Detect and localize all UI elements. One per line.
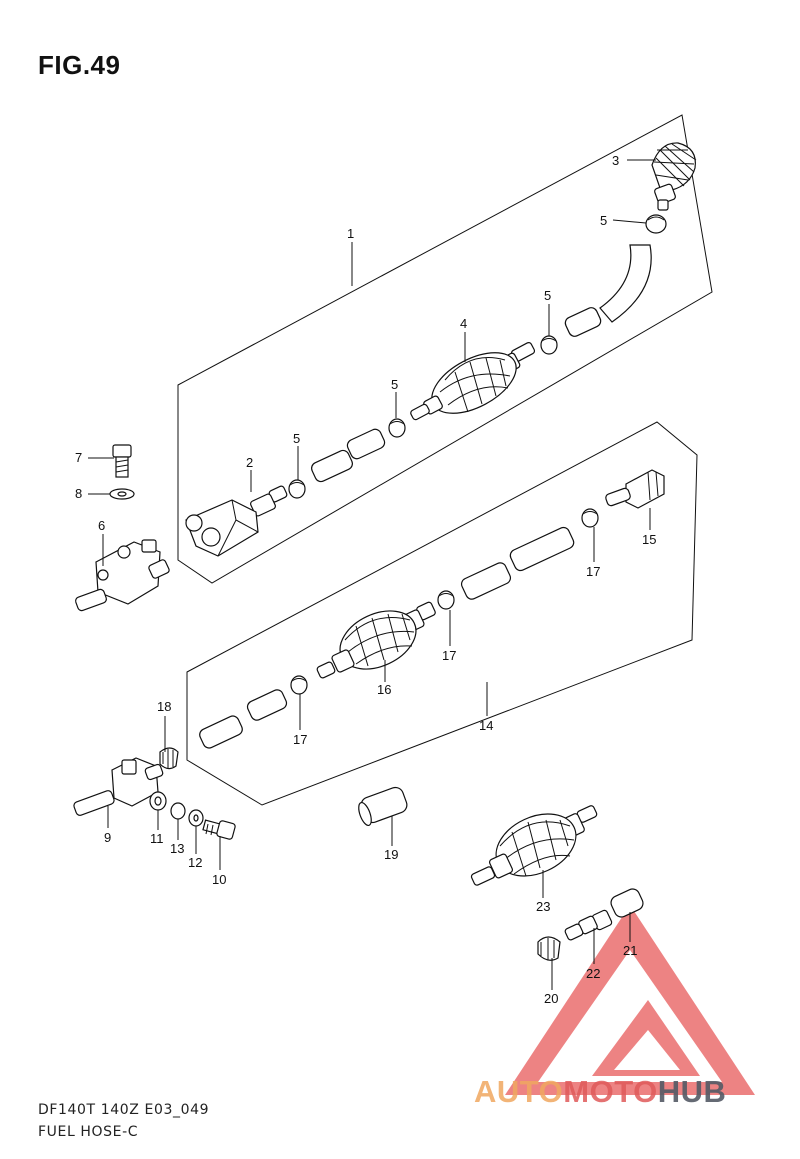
washer-8 [109, 488, 135, 500]
part-number-6: 6 [98, 518, 105, 533]
part-number-4: 4 [460, 316, 467, 331]
watermark-logo: AUTOMOTOHUB [474, 1074, 726, 1110]
footer-diagram-name: FUEL HOSE-C [38, 1124, 139, 1140]
part-number-5: 5 [600, 213, 607, 228]
part-number-5: 5 [391, 377, 398, 392]
part-number-7: 7 [75, 450, 82, 465]
part-number-5: 5 [293, 431, 300, 446]
hose-clip-5-top [645, 214, 667, 234]
part-number-12: 12 [188, 855, 202, 870]
connector-22 [564, 909, 613, 941]
part-number-17: 17 [293, 732, 307, 747]
hose-clip-17-upper [581, 508, 599, 528]
part-number-18: 18 [157, 699, 171, 714]
joint-9 [73, 757, 164, 816]
hose-clip-17-mid [437, 590, 455, 610]
joint-6 [75, 539, 170, 612]
hose-clip-5-mid [540, 335, 558, 355]
primer-bulb-16 [316, 601, 436, 679]
collar-13 [170, 802, 186, 820]
bolt-7 [112, 444, 132, 478]
part-number-5: 5 [544, 288, 551, 303]
part-number-1: 1 [347, 226, 354, 241]
fuel-hose-lower-short [199, 689, 288, 749]
bolt-10 [202, 819, 236, 840]
part-number-11: 11 [150, 831, 164, 846]
part-number-13: 13 [170, 841, 184, 856]
watermark-triangle [505, 905, 755, 1095]
sleeve-19 [358, 786, 408, 827]
part-number-15: 15 [642, 532, 656, 547]
part-number-9: 9 [104, 830, 111, 845]
part-number-3: 3 [612, 153, 619, 168]
fuel-hose-upper [311, 428, 386, 483]
logo-part-moto: MOTO [563, 1074, 658, 1109]
part-number-19: 19 [384, 847, 398, 862]
grommet-11 [149, 791, 167, 811]
hose-clip-17-lower [290, 675, 308, 695]
fuel-connector-15 [605, 469, 665, 509]
part-number-23: 23 [536, 899, 550, 914]
part-number-8: 8 [75, 486, 82, 501]
part-number-21: 21 [623, 943, 637, 958]
part-number-2: 2 [246, 455, 253, 470]
hose-clip-5-upper [388, 418, 406, 438]
fuel-hose-curved [564, 244, 652, 337]
assembly-box-14 [186, 421, 698, 806]
clip-20 [537, 936, 561, 961]
primer-bulb-23 [470, 805, 598, 886]
washer-12 [188, 809, 204, 827]
figure-title: FIG.49 [38, 50, 121, 80]
part-number-20: 20 [544, 991, 558, 1006]
fuel-connector-2 [185, 485, 288, 557]
fuel-hose-lower-long [460, 526, 575, 600]
part-number-17: 17 [586, 564, 600, 579]
assembly-box-1 [177, 114, 713, 584]
part-number-17: 17 [442, 648, 456, 663]
footer-diagram-code: DF140T 140Z E03_049 [38, 1102, 210, 1118]
fuel-connector-3 [651, 142, 697, 211]
part-number-22: 22 [586, 966, 600, 981]
leader-lines [88, 159, 656, 990]
part-number-10: 10 [212, 872, 226, 887]
sleeve-21 [610, 888, 644, 918]
clip-18 [159, 747, 179, 770]
logo-part-hub: HUB [657, 1074, 727, 1109]
primer-bulb-4 [410, 341, 536, 421]
part-number-14: 14 [479, 718, 493, 733]
hose-clip-5-lower [288, 479, 306, 499]
part-number-16: 16 [377, 682, 391, 697]
logo-part-auto: AUTO [474, 1074, 564, 1109]
